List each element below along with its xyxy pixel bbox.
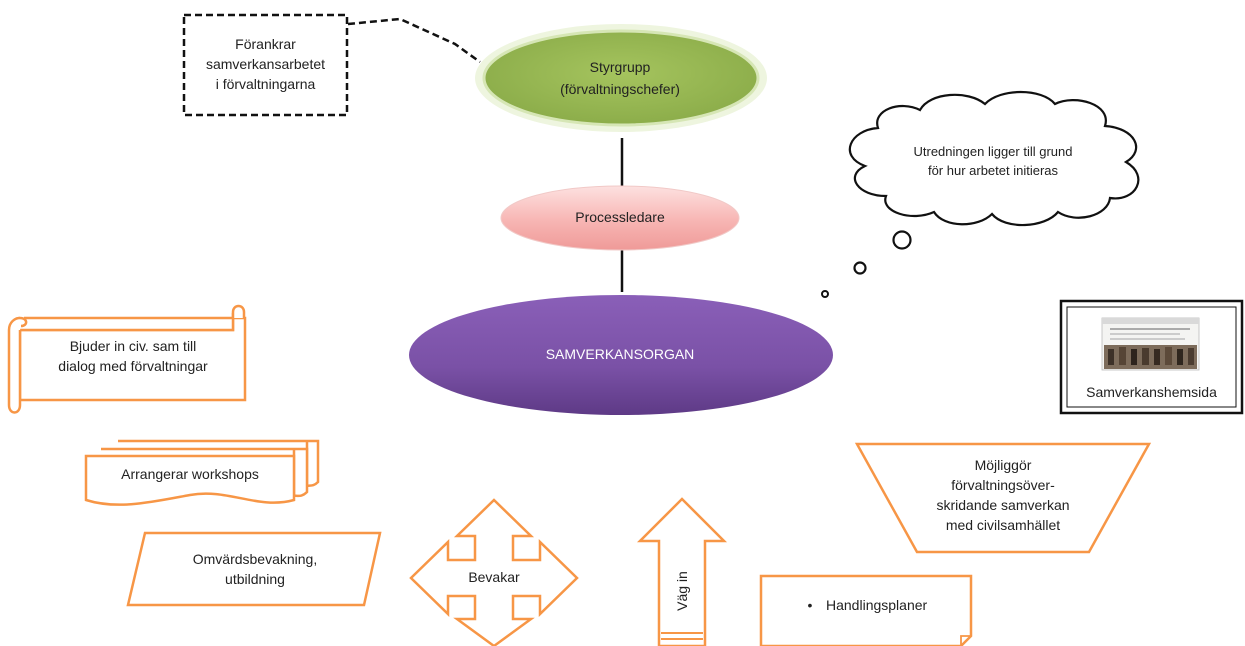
vag-in-text: Väg in — [672, 556, 692, 626]
bevakar-quad-arrow — [409, 498, 579, 646]
website-thumbnail — [1101, 317, 1200, 371]
thought-cloud — [821, 90, 1140, 298]
forankrar-box — [182, 13, 349, 117]
processledare-text: Processledare — [520, 207, 720, 227]
styrgrupp-ellipse — [482, 29, 760, 127]
forankrar-line: i förvaltningarna — [215, 76, 316, 92]
forankrar-text: Förankrar samverkansarbetet i förvaltnin… — [186, 34, 345, 94]
handlingsplaner-label: Handlingsplaner — [826, 597, 928, 613]
styrgrupp-subtitle: (förvaltningschefer) — [560, 81, 680, 97]
styrgrupp-text: Styrgrupp (förvaltningschefer) — [520, 56, 720, 100]
bullet-glyph: • — [807, 597, 813, 613]
samverkansorgan-text: SAMVERKANSORGAN — [470, 344, 770, 364]
samverkansorgan-label: SAMVERKANSORGAN — [545, 346, 695, 362]
bevakar-label: Bevakar — [468, 569, 520, 585]
mojliggor-line: skridande samverkan — [936, 497, 1070, 513]
bjuder-line: dialog med förvaltningar — [58, 358, 208, 374]
omvard-line: utbildning — [225, 571, 285, 587]
handlingsplaner-text: Handlingsplaner — [826, 595, 966, 615]
processledare-label: Processledare — [575, 209, 665, 225]
mojliggor-line: förvaltningsöver- — [951, 477, 1055, 493]
hemsida-text: Samverkanshemsida — [1067, 382, 1236, 402]
bevakar-text: Bevakar — [446, 567, 542, 587]
bjuder-line: Bjuder in civ. sam till — [69, 338, 197, 354]
workshops-text: Arrangerar workshops — [86, 464, 294, 484]
workshops-documents — [84, 439, 320, 506]
processledare-ellipse — [500, 185, 740, 251]
mojliggor-line: Möjliggör — [974, 457, 1032, 473]
omvard-text: Omvärdsbevakning, utbildning — [140, 549, 370, 589]
omvard-line: Omvärdsbevakning, — [192, 551, 318, 567]
handlingsplaner-bullet: • — [800, 595, 820, 615]
omvard-parallelogram — [126, 531, 382, 607]
vag-in-arrow — [636, 497, 728, 646]
mojliggor-trapezoid — [854, 442, 1152, 554]
hemsida-label: Samverkanshemsida — [1086, 384, 1217, 400]
bjuder-text: Bjuder in civ. sam till dialog med förva… — [24, 336, 242, 376]
workshops-label: Arrangerar workshops — [121, 466, 259, 482]
handlingsplaner-note — [759, 574, 973, 646]
cloud-line: Utredningen ligger till grund — [913, 144, 1073, 159]
mojliggor-text: Möjliggör förvaltningsöver- skridande sa… — [900, 455, 1106, 535]
cloud-text: Utredningen ligger till grund för hur ar… — [880, 142, 1106, 180]
callout-leader-line — [347, 17, 481, 64]
mojliggor-line: med civilsamhället — [945, 517, 1061, 533]
samverkansorgan-ellipse — [409, 295, 833, 415]
handlingsplaner-fold — [960, 635, 971, 646]
forankrar-line: Förankrar — [235, 36, 296, 52]
cloud-line: för hur arbetet initieras — [927, 163, 1059, 178]
vag-in-label: Väg in — [674, 571, 690, 611]
forankrar-line: samverkansarbetet — [205, 56, 326, 72]
styrgrupp-title: Styrgrupp — [589, 59, 651, 75]
scroll-shape — [7, 304, 247, 414]
